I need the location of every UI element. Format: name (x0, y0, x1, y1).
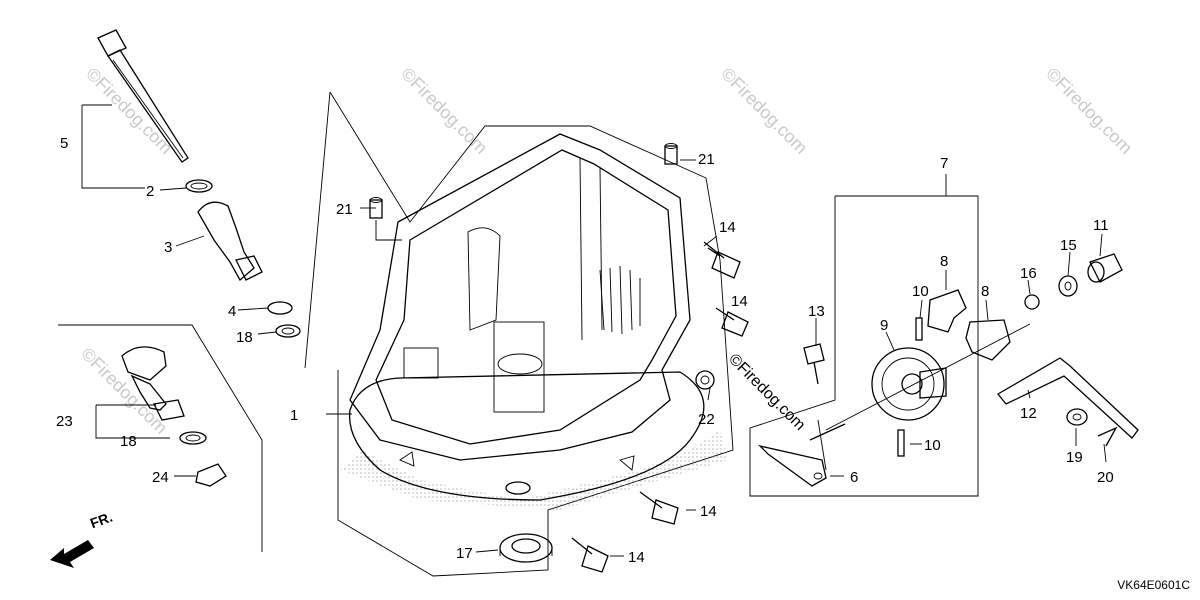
oil-filler-tube (197, 201, 263, 282)
callout-14c: 14 (700, 503, 717, 520)
callout-14a: 14 (719, 219, 736, 236)
crankcase-group-outline (329, 91, 734, 577)
governor-group-outline (749, 195, 979, 497)
leader-lines (81, 104, 1107, 557)
gear-shaft-line (825, 323, 1031, 431)
bolt-13 (803, 343, 825, 385)
governor-arm (757, 419, 846, 487)
callout-14d: 14 (628, 549, 645, 566)
retainer (195, 463, 227, 487)
callout-5: 5 (60, 135, 68, 152)
callout-21a: 21 (336, 201, 353, 218)
watermarks: ©Firedog.com ©Firedog.com ©Firedog.com ©… (77, 64, 1136, 438)
callout-7: 7 (940, 155, 948, 172)
pin-10 (915, 317, 923, 341)
clip (267, 301, 293, 315)
callout-13: 13 (808, 303, 825, 320)
callout-16: 16 (1020, 265, 1037, 282)
callout-23: 23 (56, 413, 73, 430)
washer-lower (179, 431, 207, 445)
crankcase-cover (340, 133, 728, 510)
o-ring (185, 179, 213, 193)
flange-bolt (715, 307, 749, 337)
watermark: ©Firedog.com (717, 64, 811, 158)
clip-20 (1097, 426, 1118, 447)
watermark: ©Firedog.com (77, 344, 171, 438)
governor-gear (871, 347, 947, 421)
left-group-outline (304, 91, 331, 369)
callout-18b: 18 (120, 433, 137, 450)
flange-bolt (571, 537, 609, 573)
callout-22: 22 (698, 411, 715, 428)
dowel-pin (369, 197, 383, 219)
callout-14b: 14 (731, 293, 748, 310)
watermark: ©Firedog.com (725, 351, 808, 434)
pin-10b (897, 429, 905, 457)
slider (1087, 253, 1123, 283)
circlip (1024, 294, 1040, 310)
front-arrow-icon (50, 540, 94, 568)
dipstick (97, 29, 189, 163)
callout-17: 17 (456, 545, 473, 562)
callout-10b: 10 (924, 437, 941, 454)
callout-2: 2 (146, 183, 154, 200)
group-outlines (58, 91, 979, 577)
washer-upper (275, 324, 301, 338)
callout-12: 12 (1020, 405, 1037, 422)
callout-9: 9 (880, 317, 888, 334)
callout-10a: 10 (912, 283, 929, 300)
callout-1: 1 (290, 407, 298, 424)
governor-shaft (997, 357, 1139, 439)
watermark: ©Firedog.com (1042, 64, 1136, 158)
callout-15: 15 (1060, 237, 1077, 254)
flange-bolt (703, 241, 741, 279)
washer-22 (695, 370, 715, 390)
callout-21b: 21 (698, 151, 715, 168)
callout-18a: 18 (236, 329, 253, 346)
flange-bolt (639, 491, 679, 525)
callout-11: 11 (1093, 217, 1109, 234)
watermark: ©Firedog.com (82, 64, 176, 158)
callout-24: 24 (152, 469, 169, 486)
oil-filler-group-outline (58, 324, 263, 552)
washer-15 (1058, 275, 1078, 297)
callout-8a: 8 (940, 253, 948, 270)
oil-filler-cap (121, 346, 185, 421)
watermark: ©Firedog.com (397, 64, 491, 158)
governor-weight (927, 289, 967, 333)
oil-seal (499, 533, 553, 563)
washer-19 (1066, 408, 1088, 426)
governor-weight (965, 319, 1011, 361)
dowel-pin (664, 143, 678, 165)
callout-20: 20 (1097, 469, 1114, 486)
callout-labels: 1 2 3 4 5 6 7 8 8 9 10 10 11 12 13 14 14… (56, 135, 1114, 566)
callout-3: 3 (164, 239, 172, 256)
callout-6: 6 (850, 469, 858, 486)
callout-8b: 8 (981, 283, 989, 300)
diagram-code: VK64E0601C (1117, 578, 1190, 592)
callout-19: 19 (1066, 449, 1083, 466)
callout-4: 4 (228, 303, 236, 320)
